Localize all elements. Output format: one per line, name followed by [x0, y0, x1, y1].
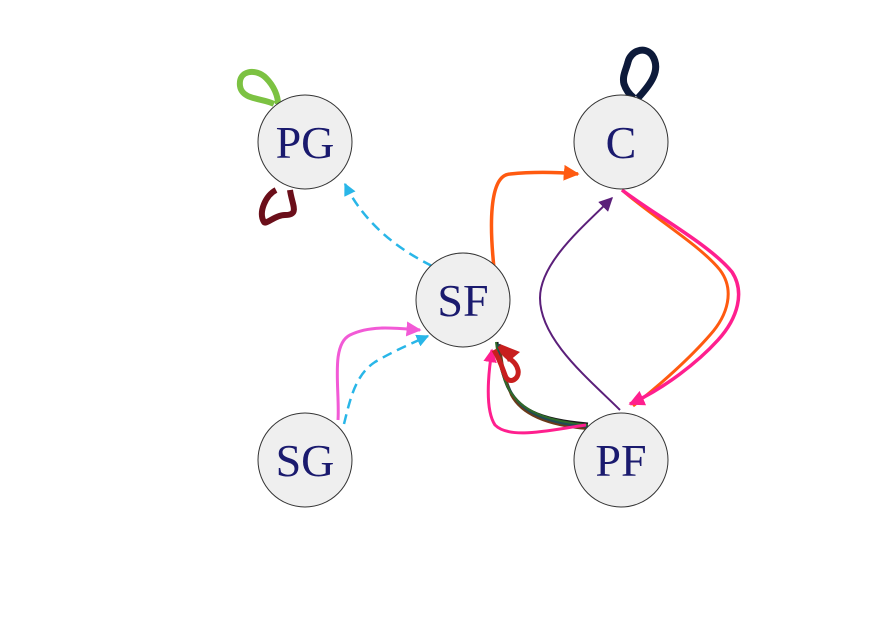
node-pg-circle [257, 94, 353, 190]
edge-sf-c [489, 164, 580, 269]
node-sg-label: SG [276, 435, 335, 486]
edge-pf-sf-pink [483, 348, 587, 435]
edge-c-pf-orange [621, 188, 730, 408]
node-c-circle [573, 94, 669, 190]
edge-pf-c [538, 197, 621, 411]
loop-pg-maroon [258, 187, 297, 226]
self-loops [236, 46, 660, 383]
node-sg-circle [257, 412, 353, 508]
nodes: PG C SF SG PF [257, 94, 669, 508]
node-pf[interactable]: PF [573, 412, 669, 508]
edges [335, 164, 741, 435]
node-c[interactable]: C [573, 94, 669, 190]
loop-sf-red-head [500, 344, 520, 362]
node-sf[interactable]: SF [415, 252, 511, 348]
loop-c-navy [620, 46, 660, 101]
edge-sg-sf-dashed [342, 334, 430, 425]
node-pf-circle [573, 412, 669, 508]
loop-pg-green [236, 68, 281, 107]
edge-c-pf-pink [620, 188, 741, 406]
node-sf-label: SF [437, 275, 488, 326]
node-pg[interactable]: PG [257, 94, 353, 190]
edge-sf-pg [343, 182, 433, 268]
node-c-label: C [606, 117, 637, 168]
node-pf-label: PF [595, 435, 646, 486]
node-pg-label: PG [276, 117, 335, 168]
node-sf-circle [415, 252, 511, 348]
edge-sg-sf-solid [335, 321, 422, 421]
node-sg[interactable]: SG [257, 412, 353, 508]
